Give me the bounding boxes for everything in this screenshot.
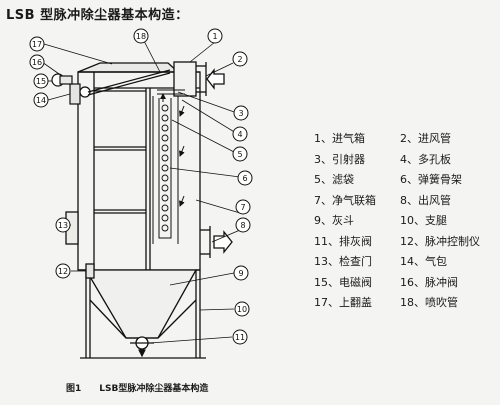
callout-3: 3 xyxy=(233,105,249,121)
svg-text:17: 17 xyxy=(32,40,42,49)
callout-12: 12 xyxy=(55,263,71,279)
ash-hopper xyxy=(84,269,198,339)
callout-1: 1 xyxy=(207,28,223,44)
svg-text:8: 8 xyxy=(240,221,245,230)
callout-18: 18 xyxy=(133,28,149,44)
svg-text:10: 10 xyxy=(237,305,247,314)
legend-item: 18、喷吹管 xyxy=(400,296,458,310)
legend-row: 17、上翻盖 18、喷吹管 xyxy=(314,292,500,313)
svg-text:6: 6 xyxy=(242,174,247,183)
svg-text:7: 7 xyxy=(240,203,245,212)
legend-item: 7、净气联箱 xyxy=(314,193,376,207)
legend-item: 6、弹簧骨架 xyxy=(400,173,462,187)
inlet-box xyxy=(173,61,225,97)
svg-text:18: 18 xyxy=(136,32,146,41)
spring-frame xyxy=(161,104,169,232)
legend-item: 11、排灰阀 xyxy=(314,234,372,248)
callout-5: 5 xyxy=(232,146,248,162)
callout-7: 7 xyxy=(235,199,251,215)
legend-item: 9、灰斗 xyxy=(314,214,354,228)
svg-text:16: 16 xyxy=(32,58,42,67)
pulse-blow-assembly xyxy=(51,69,171,105)
legend-row: 11、排灰阀 12、脉冲控制仪 xyxy=(314,231,500,252)
callout-numbers: 1 2 3 4 5 6 7 8 9 10 11 12 13 14 15 16 1… xyxy=(29,28,253,345)
callout-13: 13 xyxy=(55,217,71,233)
svg-text:14: 14 xyxy=(36,96,46,105)
callout-leaders xyxy=(41,38,241,344)
legend-item: 8、出风管 xyxy=(400,193,451,207)
callout-9: 9 xyxy=(233,265,249,281)
legend-item: 17、上翻盖 xyxy=(314,296,372,310)
outlet-pipe xyxy=(200,226,233,258)
figure-number: 图1 xyxy=(66,384,82,394)
callout-14: 14 xyxy=(33,92,49,108)
callout-2: 2 xyxy=(232,51,248,67)
svg-text:1: 1 xyxy=(212,32,217,41)
svg-text:12: 12 xyxy=(58,267,68,276)
callout-6: 6 xyxy=(237,170,253,186)
svg-text:5: 5 xyxy=(237,150,242,159)
legend-item: 5、滤袋 xyxy=(314,173,354,187)
svg-text:11: 11 xyxy=(235,333,245,342)
svg-text:9: 9 xyxy=(238,269,243,278)
legend-row: 3、引射器 4、多孔板 xyxy=(314,149,500,170)
legend-row: 13、检查门 14、气包 xyxy=(314,251,500,272)
callout-8: 8 xyxy=(235,217,251,233)
callout-11: 11 xyxy=(232,329,248,345)
filter-bags xyxy=(152,89,185,244)
callout-17: 17 xyxy=(29,36,45,52)
legend-item: 4、多孔板 xyxy=(400,152,451,166)
parts-legend: 1、进气箱 2、进风管 3、引射器 4、多孔板 5、滤袋 6、弹簧骨架 7、净气联箱 8… xyxy=(314,128,500,313)
svg-text:4: 4 xyxy=(237,130,242,139)
legend-item: 12、脉冲控制仪 xyxy=(400,234,480,248)
svg-text:2: 2 xyxy=(237,55,242,64)
legend-item: 13、检查门 xyxy=(314,255,372,269)
legend-item: 15、电磁阀 xyxy=(314,275,372,289)
callout-16: 16 xyxy=(29,54,45,70)
legend-row: 7、净气联箱 8、出风管 xyxy=(314,190,500,211)
svg-text:15: 15 xyxy=(36,77,46,86)
legend-item: 1、进气箱 xyxy=(314,132,365,146)
legend-row: 5、滤袋 6、弹簧骨架 xyxy=(314,169,500,190)
callout-10: 10 xyxy=(234,301,250,317)
collector-body xyxy=(65,62,206,359)
air-manifold xyxy=(69,83,81,105)
figure-title: LSB型脉冲除尘器基本构造 xyxy=(99,384,209,394)
svg-text:13: 13 xyxy=(58,221,68,230)
outer-shell xyxy=(77,71,201,271)
legend-item: 3、引射器 xyxy=(314,152,365,166)
callout-4: 4 xyxy=(232,126,248,142)
legend-item: 16、脉冲阀 xyxy=(400,275,458,289)
top-cover xyxy=(77,62,180,73)
legend-row: 1、进气箱 2、进风管 xyxy=(314,128,500,149)
svg-text:3: 3 xyxy=(238,109,243,118)
pulse-controller xyxy=(85,263,95,279)
legend-row: 15、电磁阀 16、脉冲阀 xyxy=(314,272,500,293)
legend-item: 14、气包 xyxy=(400,255,447,269)
legend-item: 10、支腿 xyxy=(400,214,447,228)
legend-item: 2、进风管 xyxy=(400,132,451,146)
figure-caption: 图1 LSB型脉冲除尘器基本构造 xyxy=(66,381,208,394)
legend-row: 9、灰斗 10、支腿 xyxy=(314,210,500,231)
page-heading: LSB 型脉冲除尘器基本构造： xyxy=(6,8,189,23)
callout-15: 15 xyxy=(33,73,49,89)
